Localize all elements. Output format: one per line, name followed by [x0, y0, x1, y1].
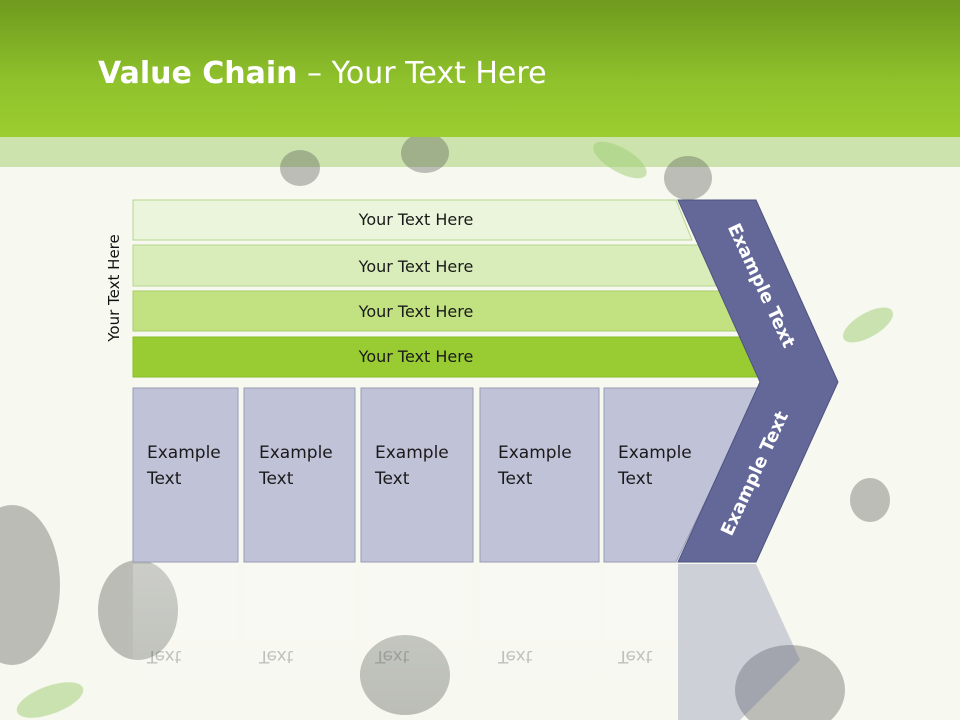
- box-4-line2: Text: [497, 469, 533, 489]
- slide-title: Value Chain – Your Text Here: [98, 56, 547, 91]
- box-2-line2: Text: [258, 469, 294, 489]
- header-band: [0, 137, 960, 167]
- title-rest: – Your Text Here: [297, 56, 547, 91]
- row-bar-1: [132, 199, 693, 241]
- header-bar: [0, 0, 960, 137]
- row-label-4: Your Text Here: [358, 347, 474, 366]
- box-2-line1: Example: [259, 443, 333, 463]
- box-3: [360, 387, 474, 563]
- box-2: [243, 387, 356, 563]
- box-4: [479, 387, 600, 563]
- row-label-2: Your Text Here: [358, 257, 474, 276]
- svg-text:Text: Text: [374, 646, 410, 666]
- box-5-line2: Text: [617, 469, 653, 489]
- title-bold: Value Chain: [98, 56, 298, 91]
- row-label-1: Your Text Here: [358, 210, 474, 229]
- box-1-line1: Example: [147, 443, 221, 463]
- svg-text:Text: Text: [497, 646, 533, 666]
- box-5-line1: Example: [618, 443, 692, 463]
- reflection-text: Text Text Text Text Text: [146, 646, 653, 666]
- chevron-arrow: [677, 199, 839, 563]
- row-bar-2: [132, 244, 717, 287]
- row-label-3: Your Text Here: [358, 302, 474, 321]
- box-1-line2: Text: [146, 469, 182, 489]
- box-3-line2: Text: [374, 469, 410, 489]
- svg-text:Text: Text: [617, 646, 653, 666]
- box-5: [603, 387, 761, 563]
- svg-text:Text: Text: [258, 646, 294, 666]
- box-3-line1: Example: [375, 443, 449, 463]
- svg-text:Text: Text: [146, 646, 182, 666]
- box-4-line1: Example: [498, 443, 572, 463]
- box-1: [132, 387, 239, 563]
- reflection: [133, 564, 800, 720]
